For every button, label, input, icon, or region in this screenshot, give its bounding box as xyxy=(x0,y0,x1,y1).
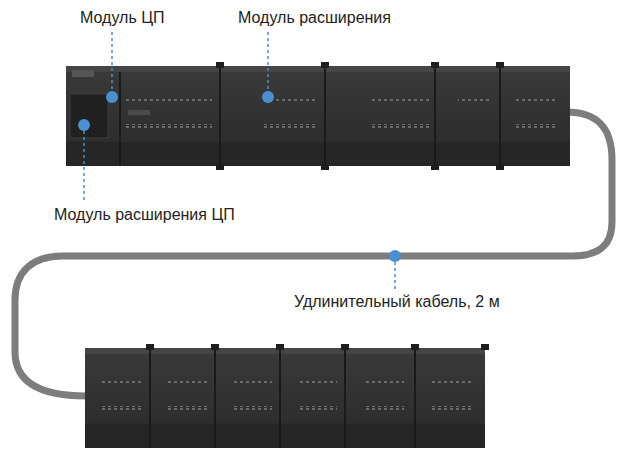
bottom-rack xyxy=(85,344,489,448)
extension-cable xyxy=(15,112,612,396)
callout-label: Модуль ЦП xyxy=(78,8,167,28)
callout-label: Модуль расширения xyxy=(236,8,393,28)
callout-label: Модуль расширения ЦП xyxy=(52,205,237,225)
callout-label: Удлинительный кабель, 2 м xyxy=(292,292,502,312)
top-rack xyxy=(66,62,570,170)
leader-lines xyxy=(84,32,395,289)
callout-dots xyxy=(78,91,401,262)
